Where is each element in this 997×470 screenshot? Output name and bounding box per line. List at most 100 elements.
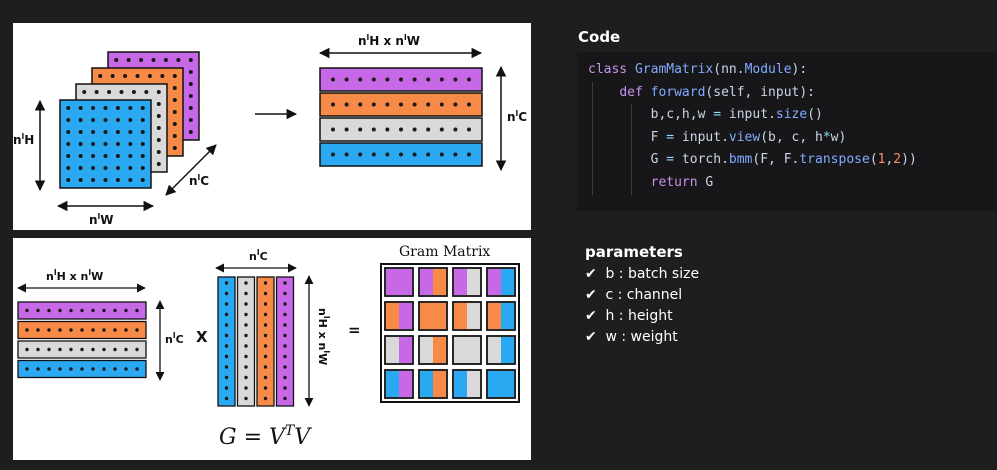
feature-dot: [156, 90, 161, 94]
vt-matrix: [217, 276, 295, 407]
gram-cell-fill: [420, 337, 433, 363]
feature-dot: [156, 102, 161, 106]
feature-dot: [91, 106, 96, 110]
feature-dot: [224, 302, 229, 306]
feature-dot: [58, 308, 62, 313]
feature-dot: [135, 367, 139, 371]
feature-dot: [94, 90, 99, 94]
feature-dot: [91, 367, 95, 371]
stack-depth-label: nlC: [189, 173, 209, 188]
vt-col-orange: [256, 276, 275, 407]
feature-dot: [115, 178, 120, 182]
feature-dot: [113, 347, 117, 352]
feature-dot: [98, 74, 103, 78]
flattened-matrix: [319, 67, 483, 167]
feature-dot: [91, 308, 95, 313]
feature-dot: [426, 77, 431, 82]
gram-cell-fill: [386, 337, 399, 363]
feature-dot: [283, 365, 287, 369]
feature-dot: [426, 102, 431, 107]
feature-dot: [103, 142, 108, 146]
gram-cell-fill: [386, 371, 399, 397]
feature-dot: [224, 375, 229, 380]
parameters-title: parameters: [585, 243, 683, 261]
vt-width-label: nlC: [249, 248, 268, 263]
code-line-4: F = input.view(b, c, h*w): [588, 126, 997, 150]
feature-dot: [263, 396, 268, 401]
feature-dot: [412, 102, 417, 107]
feature-dot: [124, 328, 128, 332]
feature-dot: [163, 58, 168, 62]
feature-dot: [140, 106, 145, 110]
gram-cell-fill: [420, 371, 433, 397]
check-icon: ✔: [585, 287, 597, 303]
feature-dot: [113, 328, 117, 332]
feature-dot: [244, 312, 248, 317]
feature-dot: [224, 396, 229, 401]
feature-dot: [331, 152, 335, 157]
feature-dot: [358, 102, 363, 107]
gram-cell-fill: [501, 269, 514, 295]
feature-dot: [66, 142, 71, 146]
feature-dot: [36, 328, 40, 332]
feature-dot: [244, 291, 248, 296]
feature-dot: [412, 127, 417, 132]
stack-height-label: nlH: [13, 132, 34, 147]
feature-dot: [188, 58, 193, 62]
feature-dot: [172, 134, 177, 138]
feature-dot: [453, 152, 458, 157]
feature-dot: [426, 152, 431, 157]
gram-formula: G = VTV: [219, 423, 312, 450]
feature-dot: [91, 130, 96, 134]
feature-dot: [78, 142, 83, 146]
feature-dot: [224, 312, 229, 317]
feature-dot: [467, 127, 471, 132]
feature-dot: [102, 308, 106, 313]
feature-dot: [115, 106, 120, 110]
feature-dot: [263, 281, 268, 285]
feature-dot: [58, 347, 62, 352]
code-block: class GramMatrix(nn.Module): def forward…: [577, 52, 997, 211]
feature-dot: [385, 77, 390, 82]
feature-dot: [91, 178, 96, 182]
feature-dot: [124, 347, 128, 352]
feature-dot: [36, 308, 40, 313]
feature-dot: [399, 77, 403, 82]
v-height-label: nlC: [165, 331, 184, 346]
feature-dot: [131, 90, 136, 94]
feature-dot: [126, 58, 131, 62]
feature-dot: [91, 166, 96, 170]
feature-dot: [78, 166, 83, 170]
feature-dot: [358, 77, 363, 82]
feature-dot: [426, 127, 431, 132]
feature-dot: [156, 162, 161, 166]
feature-dot: [156, 150, 161, 154]
feature-dot: [102, 328, 106, 332]
feature-dot: [263, 302, 268, 306]
gram-matrix: [380, 263, 520, 403]
feature-dot: [36, 347, 40, 352]
gram-cell-fill: [454, 269, 467, 295]
feature-dot: [283, 333, 287, 338]
gram-cell-fill: [467, 303, 480, 329]
feature-dot: [172, 86, 177, 90]
feature-dot: [344, 152, 349, 157]
gram-cell-fill: [433, 337, 446, 363]
v-matrix: [17, 301, 147, 379]
feature-dot: [69, 328, 73, 332]
vt-height-label: nlH x nlW: [316, 308, 331, 365]
feature-dot: [135, 308, 139, 313]
gram-matrix-title: Gram Matrix: [399, 244, 490, 260]
feature-dot: [66, 106, 71, 110]
feature-dot: [80, 367, 84, 371]
feature-dot: [91, 328, 95, 332]
feature-dot: [151, 58, 156, 62]
feature-dot: [115, 118, 120, 122]
feature-dot: [119, 90, 124, 94]
feature-dot: [453, 102, 458, 107]
feature-dot: [371, 152, 376, 157]
feature-dot: [47, 328, 51, 332]
feature-dot: [172, 74, 177, 78]
feature-dot: [399, 102, 403, 107]
feature-dot: [91, 154, 96, 158]
